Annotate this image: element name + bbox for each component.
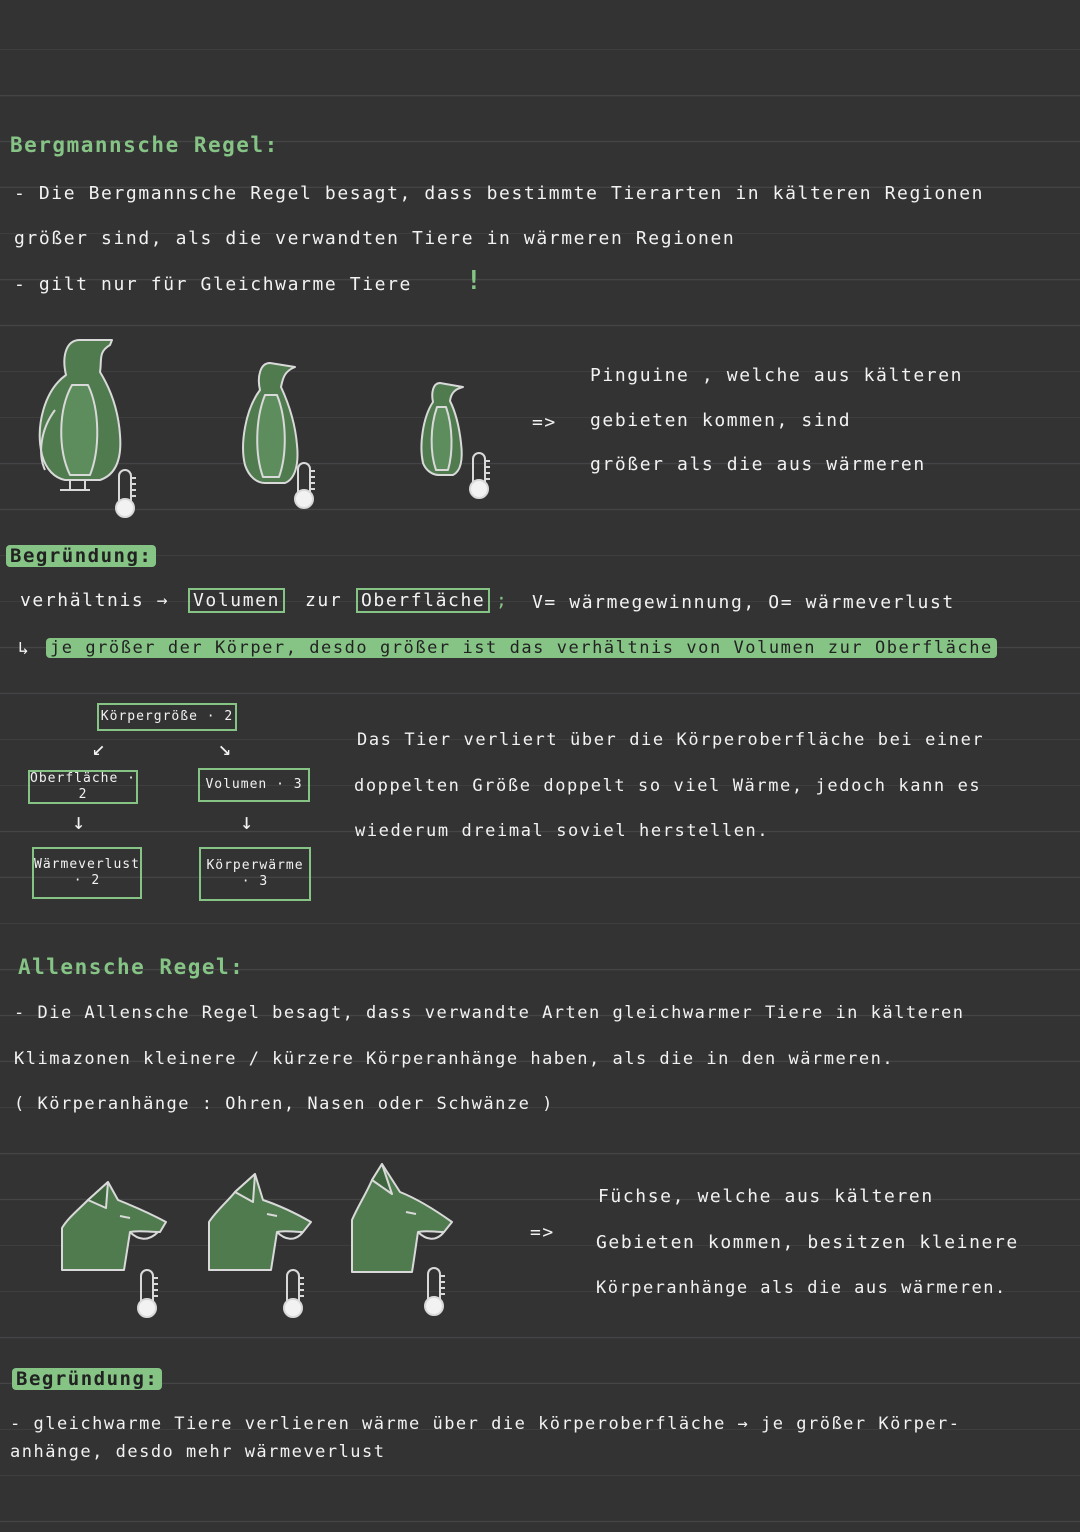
- ratio-label: verhältnis →: [20, 590, 170, 611]
- bergmann-consequence: je größer der Körper, desdo größer ist d…: [46, 638, 997, 658]
- explanation-line-1: Das Tier verliert über die Körperoberflä…: [357, 730, 985, 750]
- diagram-body-heat-label: Körperwärme: [206, 858, 304, 873]
- allen-line-2: Klimazonen kleinere / kürzere Körperanhä…: [14, 1049, 895, 1069]
- explanation-line-2: doppelten Größe doppelt so viel Wärme, j…: [354, 776, 982, 796]
- ratio-definition: V= wärmegewinnung, O= wärmeverlust: [532, 592, 955, 613]
- exclamation-mark: !: [466, 266, 484, 296]
- allen-reason-heading: Begründung:: [12, 1368, 163, 1390]
- penguin-icon: [420, 382, 490, 499]
- penguin-conclusion-line-2: gebieten kommen, sind: [590, 410, 852, 431]
- diagram-body-size: Körpergröße · 2: [97, 703, 237, 731]
- allen-line-3: ( Körperanhänge : Ohren, Nasen oder Schw…: [14, 1094, 554, 1114]
- consequence-arrow: ↳: [18, 638, 31, 659]
- bergmann-line-3: - gilt nur für Gleichwarme Tiere: [14, 274, 412, 295]
- fox-conclusion-line-3: Körperanhänge als die aus wärmeren.: [596, 1278, 1007, 1298]
- ratio-zur: zur: [305, 590, 343, 611]
- ratio-semicolon: ;: [496, 590, 509, 611]
- explanation-line-3: wiederum dreimal soviel herstellen.: [355, 821, 770, 841]
- bergmann-line-1: - Die Bergmannsche Regel besagt, dass be…: [14, 183, 985, 204]
- ratio-volumen-box: Volumen: [188, 588, 286, 613]
- diagram-arrow-right: ↘: [218, 736, 233, 761]
- diagram-arrow-down-right: ↓: [240, 810, 255, 835]
- diagram-heat-loss: Wärmeverlust · 2: [32, 847, 142, 899]
- penguin-icon: [242, 362, 315, 509]
- diagram-heat-loss-label: Wärmeverlust: [34, 857, 140, 872]
- bergmann-line-2: größer sind, als die verwandten Tiere in…: [14, 228, 736, 249]
- allen-line-1: - Die Allensche Regel besagt, dass verwa…: [14, 1003, 965, 1023]
- diagram-heat-loss-factor: · 2: [73, 873, 101, 888]
- diagram-surface: Oberfläche · 2: [28, 770, 138, 804]
- diagram-body-heat: Körperwärme · 3: [199, 847, 311, 901]
- fox-head-icon: [351, 1163, 453, 1316]
- diagram-volume: Volumen · 3: [198, 768, 310, 802]
- ratio-oberflaeche-box: Oberfläche: [356, 588, 491, 613]
- diagram-arrow-left: ↙: [92, 736, 107, 761]
- allen-reason-line-1: - gleichwarme Tiere verlieren wärme über…: [10, 1414, 961, 1434]
- implication-arrow-allen: =>: [530, 1222, 555, 1243]
- fox-head-icon: [61, 1181, 167, 1318]
- penguin-conclusion-line-1: Pinguine , welche aus kälteren: [590, 365, 964, 386]
- fox-head-icon: [208, 1173, 312, 1318]
- fox-conclusion-line-2: Gebieten kommen, besitzen kleinere: [596, 1232, 1019, 1253]
- bergmann-heading: Bergmannsche Regel:: [10, 133, 279, 157]
- penguin-icon: [38, 339, 136, 518]
- penguin-conclusion-line-3: größer als die aus wärmeren: [590, 454, 926, 475]
- allen-reason-line-2: anhänge, desdo mehr wärmeverlust: [10, 1442, 386, 1462]
- allen-heading: Allensche Regel:: [18, 955, 245, 979]
- bergmann-reason-heading: Begründung:: [6, 545, 157, 567]
- fox-conclusion-line-1: Füchse, welche aus kälteren: [598, 1186, 934, 1207]
- diagram-arrow-down-left: ↓: [72, 810, 87, 835]
- implication-arrow: =>: [532, 412, 557, 433]
- diagram-body-heat-factor: · 3: [241, 874, 269, 889]
